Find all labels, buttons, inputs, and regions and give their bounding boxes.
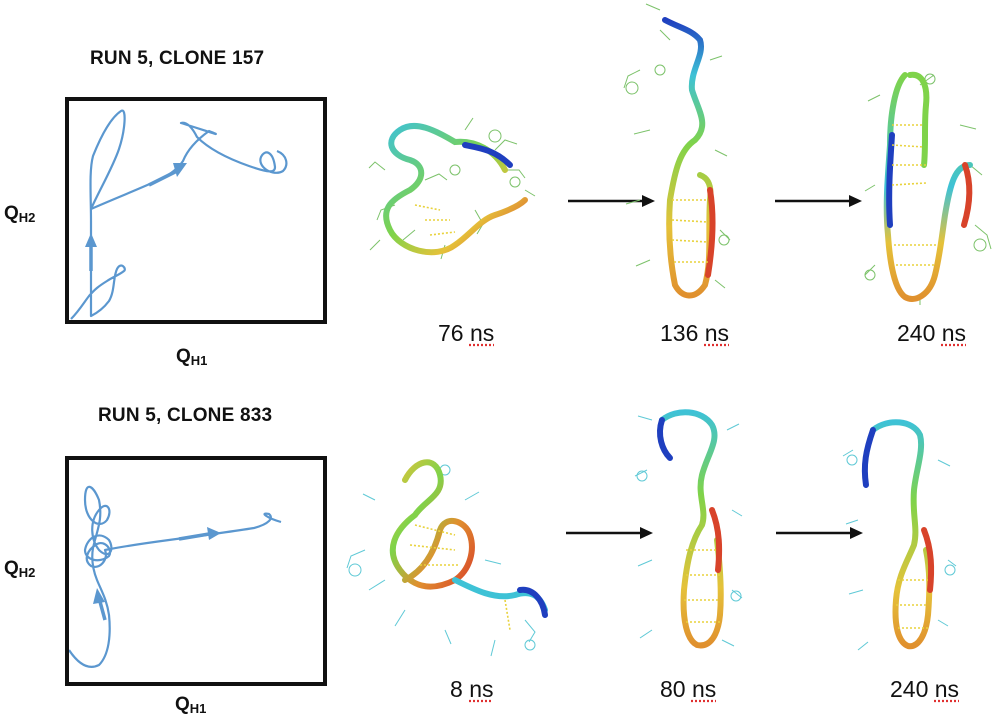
hbonds [414, 204, 456, 236]
panel-title: RUN 5, CLONE 157 [90, 48, 265, 69]
trajectory-svg [70, 109, 288, 320]
hbonds [684, 549, 720, 623]
trajectory-direction-arrow-2 [178, 532, 210, 541]
protein-structure-240ns [864, 71, 992, 305]
row-clone-157: RUN 5, CLONE 157 QH2 QH1 [4, 3, 992, 368]
y-axis-label: QH2 [4, 203, 36, 225]
sidechains [634, 415, 743, 647]
trajectory-arrowhead-1 [93, 588, 105, 604]
protein-structure-80ns [634, 409, 743, 649]
protein-structure-136ns [623, 3, 731, 299]
trajectory-line [70, 109, 288, 320]
protein-structure-76ns [368, 117, 536, 260]
hbonds [896, 579, 930, 629]
sidechains [346, 464, 536, 657]
snapshot-time-label: 76 ns [438, 320, 495, 346]
transition-arrow [566, 527, 653, 539]
trajectory-direction-arrow-2 [148, 169, 178, 187]
trajectory-plot-clone-157 [65, 97, 327, 324]
sidechains [623, 3, 731, 289]
x-axis-label: QH1 [175, 694, 207, 716]
row-clone-833: RUN 5, CLONE 833 QH2 QH1 [0, 390, 1000, 720]
panel-title: RUN 5, CLONE 833 [98, 405, 273, 426]
transition-arrow [775, 195, 862, 207]
snapshot-time-label: 136 ns [660, 320, 730, 346]
sidechains [842, 449, 957, 651]
trajectory-arrowhead-2 [173, 163, 187, 177]
hbonds [671, 199, 709, 263]
hbonds [409, 524, 511, 631]
protein-structure-240ns [842, 419, 957, 651]
transition-arrow [568, 195, 655, 207]
sidechains [864, 73, 992, 305]
trajectory-svg [69, 485, 282, 668]
snapshot-time-label: 240 ns [897, 320, 967, 346]
trajectory-line [69, 485, 282, 668]
protein-structure-8ns [346, 459, 548, 657]
trajectory-arrowhead-2 [207, 527, 221, 540]
transition-arrow [776, 527, 863, 539]
hbonds [891, 124, 938, 266]
snapshot-time-label: 240 ns [890, 676, 960, 702]
trajectory-arrowhead-1 [85, 233, 97, 247]
snapshot-time-label: 80 ns [660, 676, 717, 702]
y-axis-label: QH2 [4, 558, 36, 580]
x-axis-label: QH1 [176, 346, 208, 368]
snapshot-time-label: 8 ns [450, 676, 494, 702]
trajectory-plot-clone-833 [65, 456, 327, 686]
